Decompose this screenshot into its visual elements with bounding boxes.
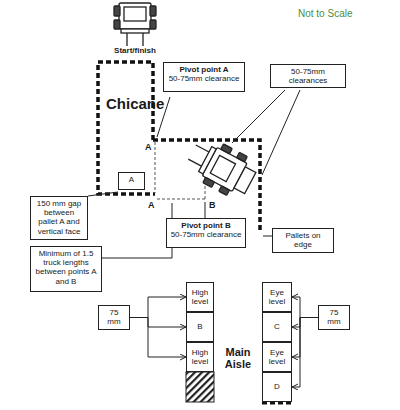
rack-level: Eye level	[262, 282, 292, 312]
callout-box: Pivot point A50-75mm clearance	[163, 62, 245, 92]
rack-bay: B	[186, 312, 214, 342]
leader-lines	[88, 90, 300, 258]
rack-level: Eye level	[262, 342, 292, 372]
chicane-outline	[98, 62, 260, 232]
box-text: C	[274, 322, 280, 331]
box-text: 150 mm gap between pallet A and vertical…	[34, 199, 84, 236]
start-label: Start/finish	[114, 47, 156, 56]
callout-box: 150 mm gap between pallet A and vertical…	[30, 196, 88, 240]
scale-note: Not to Scale	[298, 8, 352, 19]
dimension-box: 75 mm	[318, 305, 350, 330]
dimension-box: 75 mm	[98, 305, 130, 330]
dimension-arrow	[292, 297, 318, 318]
hatched-block	[186, 372, 214, 402]
box-text: High level	[188, 348, 212, 366]
box-text: Pallets on edge	[276, 231, 330, 249]
box-text: Pivot point A	[167, 65, 241, 74]
point-label: A	[148, 201, 155, 211]
dimension-arrow	[130, 318, 186, 358]
point-label: B	[209, 201, 216, 211]
callout-box: 50-75mm clearances	[270, 64, 346, 88]
point-label: A	[145, 143, 152, 153]
box-text: 75 mm	[102, 308, 126, 326]
callout-box: Minimum of 1.5 truck lengths between poi…	[30, 246, 102, 292]
box-text: High level	[188, 288, 212, 306]
aisle-label: Main Aisle	[218, 346, 258, 370]
box-text: B	[197, 322, 202, 331]
forklift-mid	[182, 133, 261, 203]
a-to-a-line	[155, 142, 156, 193]
box-text: Eye level	[264, 348, 290, 366]
box-text: A	[122, 175, 141, 184]
box-text: Pivot point B	[170, 221, 242, 230]
rack-bay: D	[262, 372, 292, 402]
callout-box: Pivot point B50-75mm clearance	[166, 218, 246, 248]
rack-level: High level	[186, 282, 214, 312]
dimension-arrow	[292, 318, 318, 358]
rack-bay: C	[262, 312, 292, 342]
pallet-box: A	[118, 172, 145, 190]
box-text: 50-75mm clearances	[274, 67, 342, 85]
callout-box: Pallets on edge	[272, 228, 334, 253]
dimension-arrow	[292, 318, 318, 328]
box-text: 50-75mm clearance	[167, 74, 241, 83]
forklift-top	[114, 3, 156, 46]
box-text: 50-75mm clearance	[170, 230, 242, 239]
dimension-arrow	[292, 318, 318, 388]
box-text: Minimum of 1.5 truck lengths between poi…	[34, 249, 98, 286]
dimension-arrow	[130, 318, 186, 328]
rack-level: High level	[186, 342, 214, 372]
dimension-arrow	[130, 297, 186, 318]
area-title: Chicane	[106, 96, 164, 113]
box-text: 75 mm	[322, 308, 346, 326]
box-text: D	[274, 382, 280, 391]
box-text: Eye level	[264, 288, 290, 306]
a-to-b-line	[157, 199, 205, 200]
